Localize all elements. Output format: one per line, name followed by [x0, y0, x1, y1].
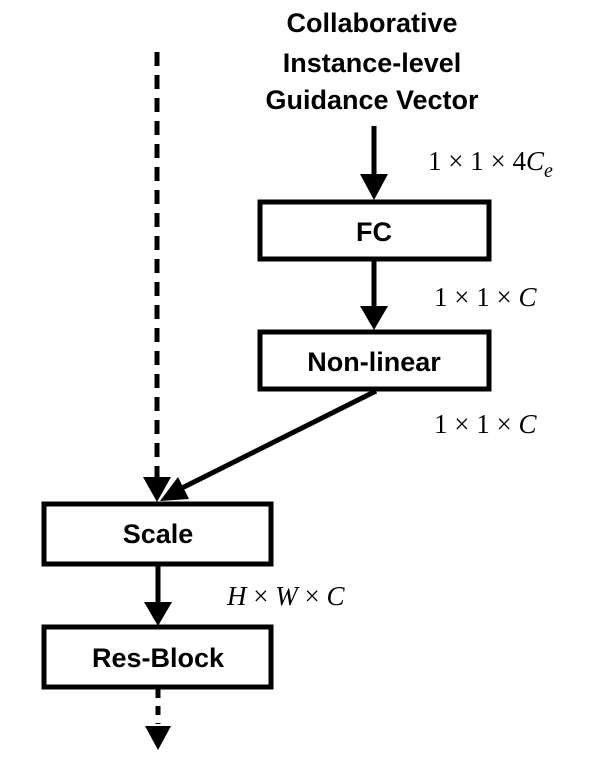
- output-arrowhead: [145, 726, 171, 750]
- title-line-3: Guidance Vector: [265, 85, 479, 115]
- arrow-nonlinear-to-scale: [176, 388, 378, 493]
- title-line-1: Collaborative: [286, 8, 457, 38]
- fc-box: [257, 199, 492, 262]
- skip-connection-arrowhead: [143, 477, 171, 502]
- scale-label: Scale: [123, 519, 194, 549]
- arrowhead-fc-to-nonlinear: [360, 306, 388, 330]
- fc-label: FC: [356, 217, 392, 247]
- title-line-2: Instance-level: [283, 48, 462, 78]
- dim-label-scale-out: H × W × C: [226, 581, 345, 611]
- dim-label-nonlinear-out: 1 × 1 × C: [434, 409, 537, 439]
- dim-label-input: 1 × 1 × 4Ce: [428, 146, 553, 182]
- dim-label-fc-out: 1 × 1 × C: [434, 282, 537, 312]
- arrowhead-nonlinear-to-scale: [160, 477, 189, 501]
- scale-box: [41, 501, 274, 567]
- resblock-label: Res-Block: [92, 643, 225, 673]
- nonlinear-label: Non-linear: [307, 347, 441, 377]
- resblock-box: [41, 624, 274, 690]
- arrowhead-scale-to-resblock: [144, 602, 172, 626]
- arrowhead-input-to-fc: [360, 174, 388, 200]
